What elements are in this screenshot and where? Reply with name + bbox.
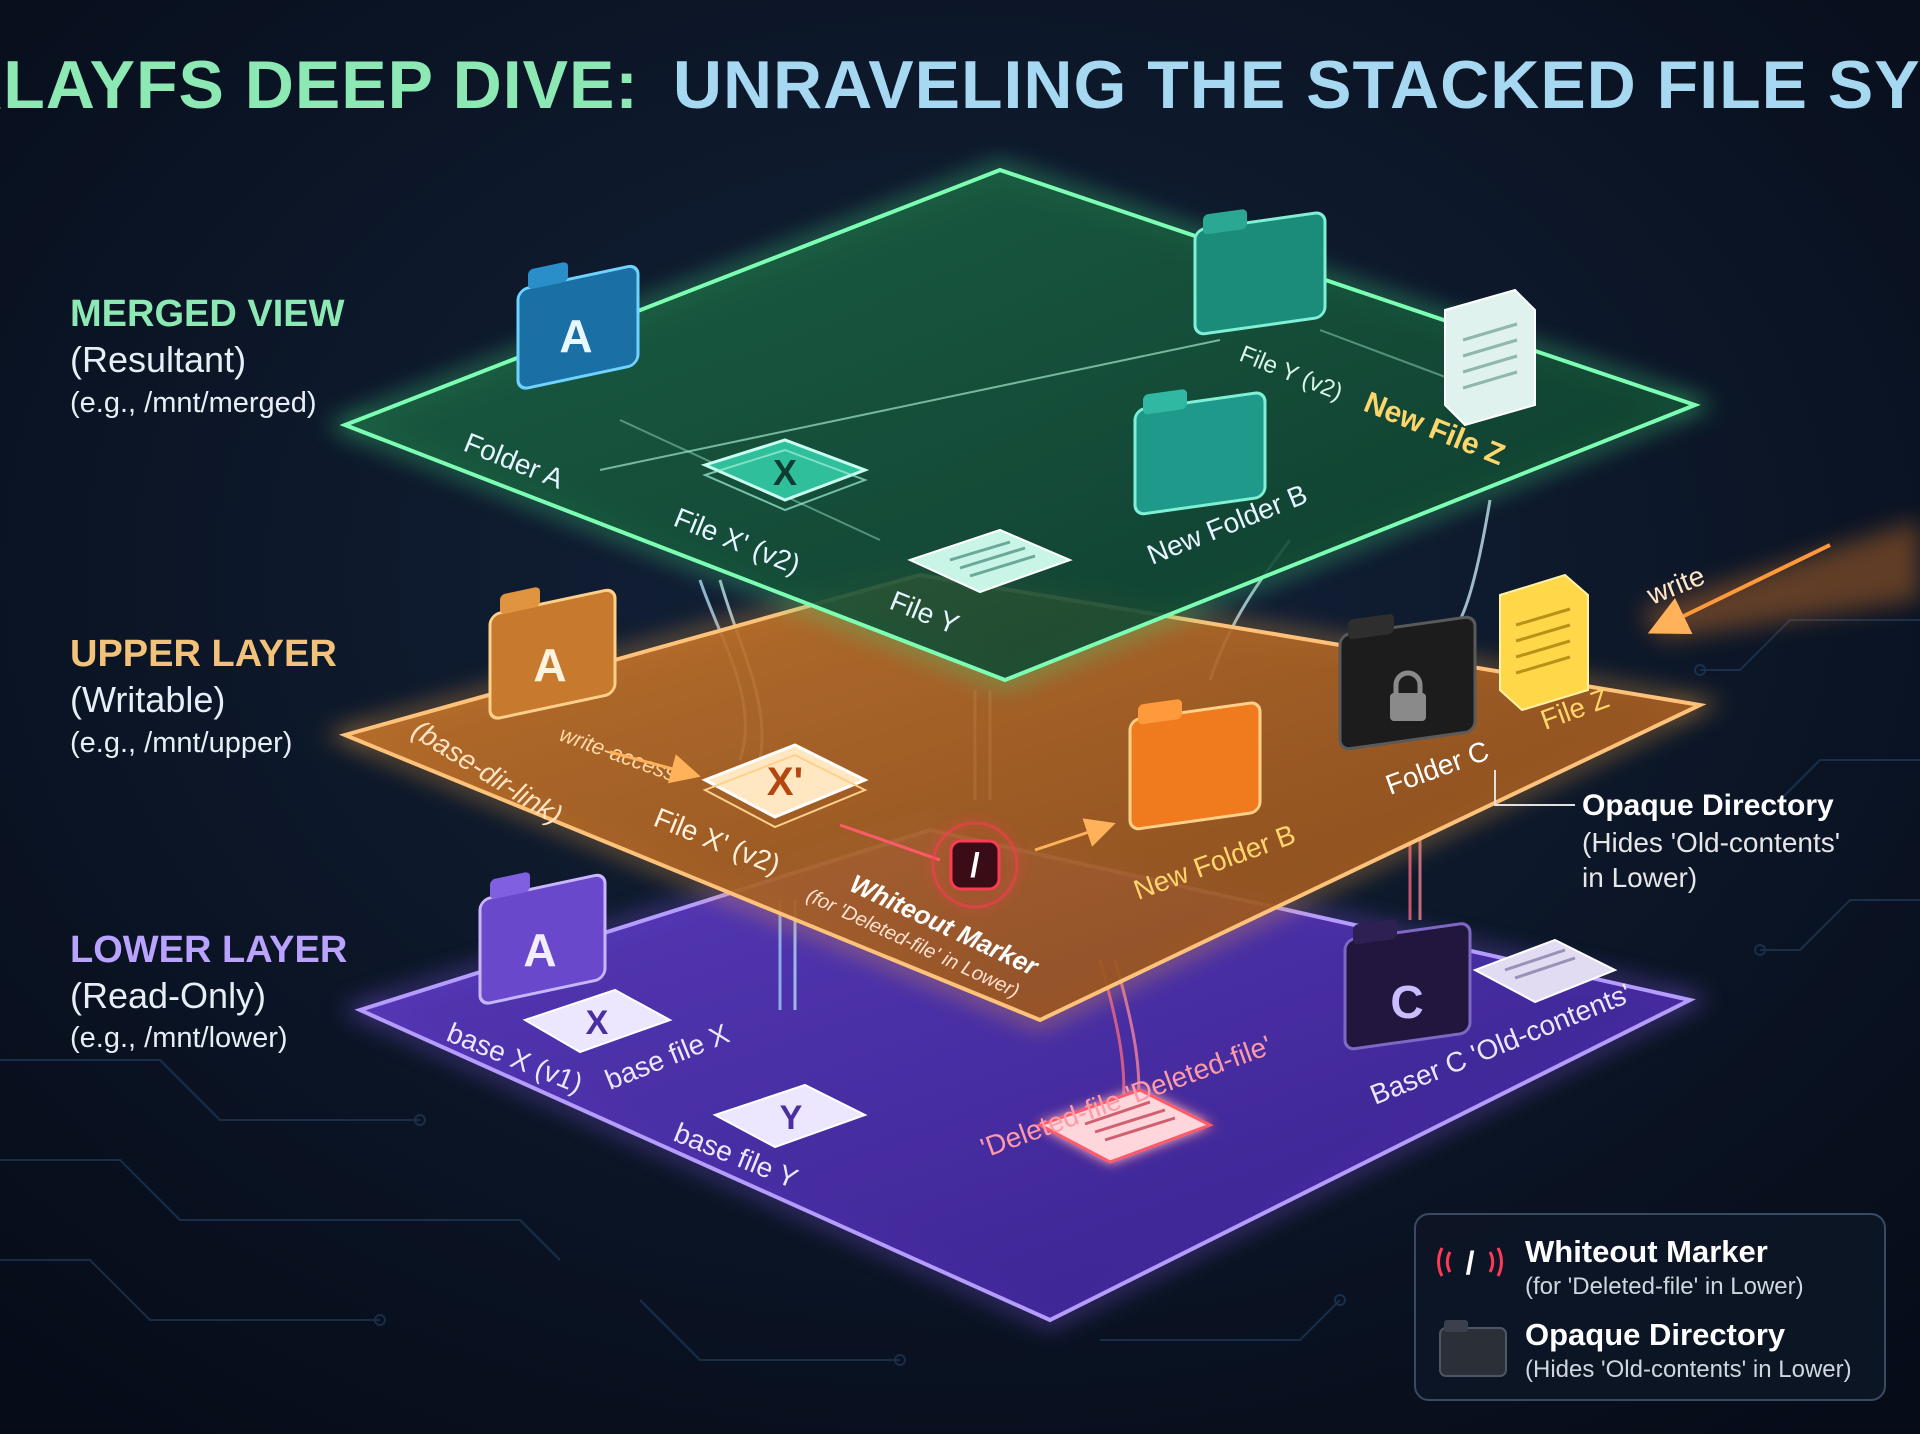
upper-layer-name: UPPER LAYER xyxy=(70,633,337,675)
whiteout-to-folder-b-arrow xyxy=(1034,818,1116,852)
circuit-traces xyxy=(0,619,1920,1366)
merged-light-streak xyxy=(599,339,1221,471)
folder-a-letter: A xyxy=(559,310,592,362)
merged-plane xyxy=(339,167,1701,683)
merged-new-folder-b-icon[interactable] xyxy=(1133,389,1267,516)
legend-box xyxy=(1414,1213,1886,1401)
legend-opaque-sub: (Hides 'Old-contents' in Lower) xyxy=(1525,1356,1852,1383)
opaque-callout-line2: in Lower) xyxy=(1582,862,1697,893)
merged-folder-top[interactable] xyxy=(1193,209,1327,336)
legend-opaque-title: Opaque Directory xyxy=(1525,1317,1786,1352)
merged-view-role: (Resultant) xyxy=(70,339,246,380)
upper-folder-c-icon[interactable] xyxy=(1338,613,1477,751)
whiteout-link-line xyxy=(839,823,941,862)
page-title: OVERLAYFS DEEP DIVE: UNRAVELING THE STAC… xyxy=(0,47,1920,123)
legend-whiteout-sub: (for 'Deleted-file' in Lower) xyxy=(1525,1273,1804,1300)
whiteout-symbol: / xyxy=(970,847,980,885)
upper-file-x-letter: X' xyxy=(767,760,803,804)
lower-folder-c-icon[interactable]: C xyxy=(1343,919,1472,1051)
file-x-letter: X xyxy=(773,452,797,493)
upper-file-z-icon[interactable] xyxy=(1499,573,1589,712)
lower-file-x-icon[interactable]: X xyxy=(522,988,673,1054)
lower-file-x-letter: X xyxy=(586,1004,609,1042)
upper-folder-a-letter: A xyxy=(533,639,566,691)
opaque-callout-title: Opaque Directory xyxy=(1582,789,1834,822)
merged-folder-a[interactable]: A xyxy=(516,261,640,390)
lower-file-y-letter: Y xyxy=(780,1099,803,1137)
merged-layer xyxy=(325,162,1716,688)
merged-view-label: MERGED VIEW (Resultant) (e.g., /mnt/merg… xyxy=(70,293,345,419)
lower-layer-path: (e.g., /mnt/lower) xyxy=(70,1022,288,1054)
lower-folder-c-letter: C xyxy=(1390,976,1423,1028)
upper-layer-label: UPPER LAYER (Writable) (e.g., /mnt/upper… xyxy=(70,633,337,759)
legend-whiteout-icon: / xyxy=(1437,1245,1503,1281)
lower-layer-role: (Read-Only) xyxy=(70,975,266,1016)
legend: / Whiteout Marker (for 'Deleted-file' in… xyxy=(1414,1213,1886,1401)
lower-folder-a[interactable]: A xyxy=(478,871,607,1005)
legend-whiteout-title: Whiteout Marker xyxy=(1525,1234,1768,1269)
write-access-arrow xyxy=(609,750,701,784)
lock-icon xyxy=(1390,670,1426,721)
lower-old-contents-icon[interactable] xyxy=(1472,938,1618,1004)
lower-deleted-file-icon[interactable] xyxy=(1036,1088,1214,1164)
legend-opaque-folder-icon xyxy=(1439,1320,1507,1377)
merged-view-name: MERGED VIEW xyxy=(70,293,345,335)
upper-new-folder-b-icon[interactable] xyxy=(1128,699,1262,831)
upper-layer-role: (Writable) xyxy=(70,679,225,720)
lower-layer-label: LOWER LAYER (Read-Only) (e.g., /mnt/lowe… xyxy=(70,929,347,1054)
opaque-callout-line xyxy=(1494,770,1575,806)
merged-view-path: (e.g., /mnt/merged) xyxy=(70,387,317,419)
title-part2: UNRAVELING THE STACKED FILE SYSTEM xyxy=(673,47,1920,123)
upper-file-x-icon[interactable]: X' xyxy=(701,743,869,829)
upper-layer-path: (e.g., /mnt/upper) xyxy=(70,727,292,759)
lower-layer-name: LOWER LAYER xyxy=(70,929,347,971)
lower-file-y-icon[interactable]: Y xyxy=(712,1083,868,1149)
merged-new-file-z-icon[interactable] xyxy=(1444,288,1536,427)
opaque-callout-line1: (Hides 'Old-contents' xyxy=(1582,827,1840,858)
upper-folder-a[interactable]: A xyxy=(488,586,617,720)
merged-file-x-icon[interactable]: X xyxy=(700,438,870,512)
merged-file-y-icon[interactable] xyxy=(907,528,1073,594)
legend-whiteout-symbol: / xyxy=(1466,1245,1475,1281)
title-part1: OVERLAYFS DEEP DIVE: xyxy=(0,47,639,123)
lower-folder-a-letter: A xyxy=(523,924,556,976)
upper-whiteout-marker[interactable]: / xyxy=(931,821,1019,909)
